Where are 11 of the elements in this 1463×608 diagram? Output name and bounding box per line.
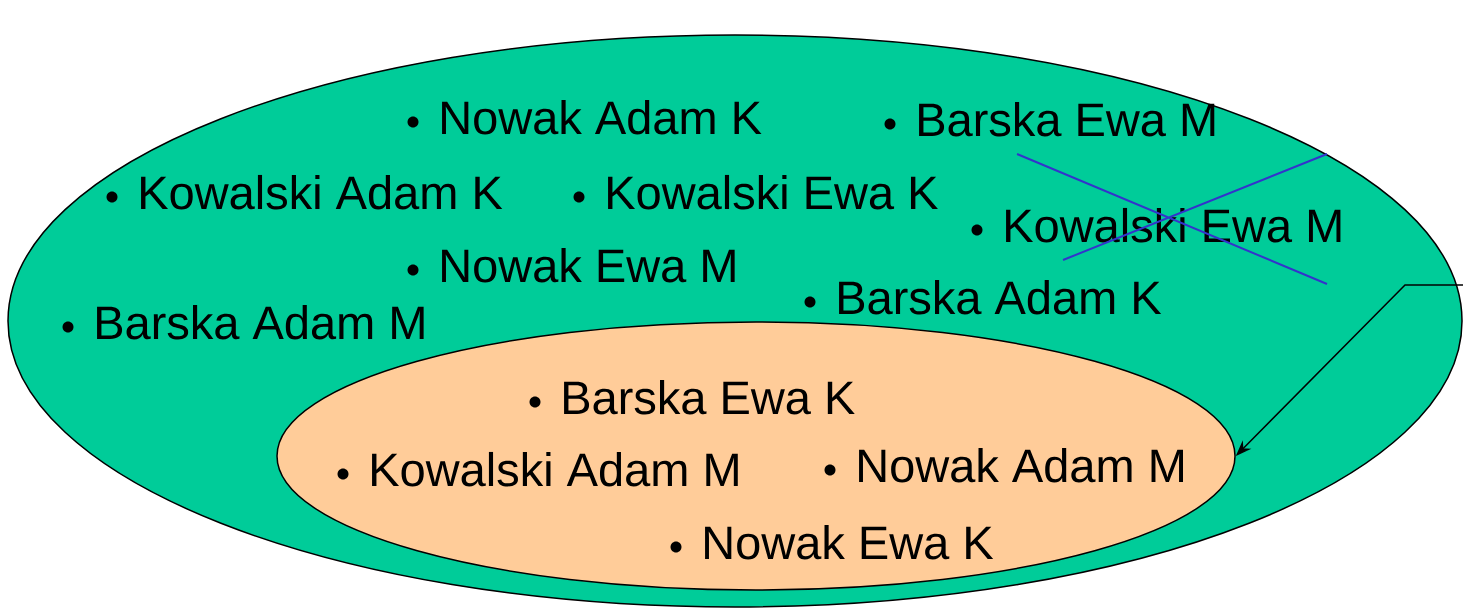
name-text: Barska Adam M: [97, 304, 424, 340]
name-text: Nowak Adam K: [442, 99, 762, 135]
name-text: Kowalski Adam M: [372, 451, 738, 487]
name-text: Kowalski Adam K: [141, 174, 503, 210]
name-text: Barska Adam K: [839, 279, 1162, 315]
name-text: Nowak Ewa K: [705, 524, 994, 560]
name-text: Kowalski Ewa K: [608, 174, 938, 210]
name-text: Barska Ewa M: [919, 101, 1215, 137]
name-text: Barska Ewa K: [564, 379, 855, 415]
name-text: Nowak Adam M: [859, 447, 1183, 483]
name-text: Nowak Ewa M: [442, 247, 735, 283]
